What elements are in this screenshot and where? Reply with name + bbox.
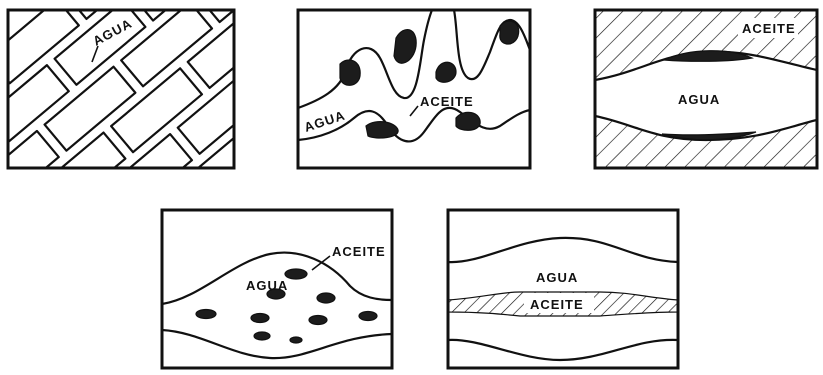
oil-blob (340, 60, 360, 85)
water-label: AGUA (678, 92, 720, 107)
oil-droplet (290, 337, 302, 343)
oil-droplet (251, 314, 269, 323)
panel-pore-with-oil-film: ACEITE AGUA (595, 10, 817, 168)
oil-label: ACEITE (420, 94, 474, 109)
water-label: AGUA (536, 270, 578, 285)
panel-oil-band: AGUA ACEITE (448, 210, 678, 368)
panel-dispersed-oil: ACEITE AGUA (162, 210, 392, 368)
oil-label: ACEITE (742, 21, 796, 36)
oil-blob (366, 122, 398, 138)
water-label: AGUA (246, 278, 288, 293)
oil-droplet (317, 293, 335, 303)
oil-droplet (285, 269, 307, 279)
oil-droplet (359, 312, 377, 321)
oil-droplet (254, 332, 270, 340)
oil-label: ACEITE (332, 244, 386, 259)
panel-tortuous-channel: ACEITE AGUA (298, 10, 530, 168)
oil-droplet (309, 316, 327, 325)
oil-blob (456, 112, 480, 130)
oil-droplet (196, 310, 216, 319)
oil-blob (500, 21, 519, 44)
oil-label: ACEITE (530, 297, 584, 312)
